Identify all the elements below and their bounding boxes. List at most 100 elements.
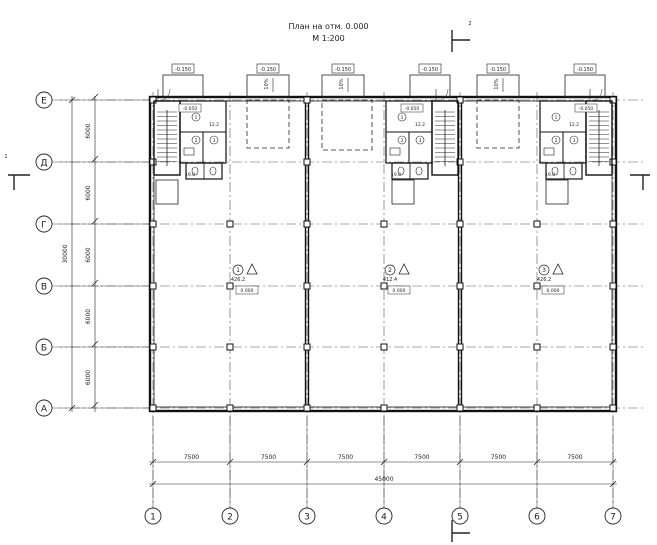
axis-label-col: 7 xyxy=(610,513,616,523)
structural-column xyxy=(609,96,617,104)
structural-column xyxy=(456,158,464,166)
dim-tick xyxy=(226,458,234,466)
stair-level-label: -0.050 xyxy=(405,106,420,112)
toilet-fixture xyxy=(191,166,199,176)
dim-col-label: 7500 xyxy=(261,454,276,461)
dim-tick xyxy=(149,458,157,466)
structural-column xyxy=(456,220,464,228)
stair-level-box xyxy=(178,103,202,113)
toilet-fixture xyxy=(569,166,577,176)
unit-tag-label: 2 xyxy=(388,267,392,274)
stair-level-box xyxy=(400,103,424,113)
gate-opening-2 xyxy=(321,99,373,151)
structural-column xyxy=(456,96,464,104)
structural-column xyxy=(456,404,464,412)
room-tag-circle xyxy=(397,135,407,145)
sink-fixture xyxy=(543,147,555,156)
unit-tag-circle xyxy=(232,264,244,276)
unit-tag-label: 3 xyxy=(542,267,546,274)
unit-level-box xyxy=(541,285,565,295)
entrance-porch-4 xyxy=(409,74,451,98)
room-tag-circle xyxy=(569,135,579,145)
structural-column xyxy=(226,343,234,351)
dim-tick xyxy=(91,279,99,287)
structural-column xyxy=(609,343,617,351)
sink-fixture xyxy=(183,147,195,156)
room-tag-circle xyxy=(551,135,561,145)
level-tag-box xyxy=(331,63,355,74)
sink-fixture xyxy=(389,147,401,156)
stair-level-label: -0.050 xyxy=(579,106,594,112)
dim-tick xyxy=(609,458,617,466)
unit-area-label: 412.4 xyxy=(383,277,397,283)
dim-tick xyxy=(91,93,99,101)
structural-column xyxy=(609,282,617,290)
entrance-level-label: -0.150 xyxy=(422,67,438,73)
room-tag-circle xyxy=(551,112,561,122)
unit-area-label: 426.2 xyxy=(537,277,551,283)
unit-class-triangle xyxy=(246,263,258,275)
structural-column xyxy=(303,158,311,166)
dim-tick xyxy=(456,458,464,466)
room-tag-label: 3 xyxy=(213,138,216,144)
vestibule-box xyxy=(155,179,179,205)
axis-bubble-row-В xyxy=(35,277,53,295)
unit-level-label: 0.000 xyxy=(393,288,406,294)
axis-bubble-col-1 xyxy=(144,507,162,525)
structural-column xyxy=(226,282,234,290)
room-area-label: 19.8 xyxy=(545,172,555,178)
axis-bubble-row-Д xyxy=(35,153,53,171)
toilet-fixture xyxy=(397,166,405,176)
unit-tag-circle xyxy=(384,264,396,276)
axis-bubble-row-Е xyxy=(35,91,53,109)
structural-column xyxy=(149,343,157,351)
dim-row-label: 6000 xyxy=(85,123,92,138)
room-tag-label: 2 xyxy=(555,138,558,144)
structural-column xyxy=(533,282,541,290)
axis-bubble-row-Б xyxy=(35,338,53,356)
axis-label-col: 3 xyxy=(304,513,310,523)
structural-column xyxy=(380,343,388,351)
structural-column xyxy=(303,282,311,290)
unit-class-triangle xyxy=(398,263,410,275)
room-tag-circle xyxy=(191,112,201,122)
structural-column xyxy=(456,282,464,290)
dim-tick xyxy=(68,96,76,104)
room-tag-label: 3 xyxy=(573,138,576,144)
level-tag-box xyxy=(256,63,280,74)
structural-column xyxy=(380,282,388,290)
section-mark-top: 2 xyxy=(468,21,471,27)
structural-column xyxy=(303,96,311,104)
axis-label-row: В xyxy=(41,283,47,293)
room-tag-label: 3 xyxy=(419,138,422,144)
room-area-label: 12.2 xyxy=(569,122,579,128)
structural-column xyxy=(149,404,157,412)
room-tag-circle xyxy=(415,135,425,145)
level-tag-box xyxy=(486,63,510,74)
structural-column xyxy=(533,404,541,412)
dim-row-label: 6000 xyxy=(85,185,92,200)
structural-column xyxy=(149,282,157,290)
structural-column xyxy=(609,220,617,228)
dim-col-label: 7500 xyxy=(567,454,582,461)
room-tag-label: 1 xyxy=(195,115,198,121)
dim-col-label: 7500 xyxy=(414,454,429,461)
room-tag-circle xyxy=(397,112,407,122)
door-swing xyxy=(589,88,603,102)
structural-column xyxy=(303,343,311,351)
structural-column xyxy=(303,220,311,228)
axis-label-col: 1 xyxy=(150,513,156,523)
dim-tick xyxy=(91,340,99,348)
dim-row-label: 6000 xyxy=(85,247,92,262)
toilet-fixture xyxy=(551,166,559,176)
outer-wall-inner xyxy=(153,100,613,408)
dim-row-label: 6000 xyxy=(85,309,92,324)
structural-column xyxy=(149,158,157,166)
structural-column xyxy=(609,158,617,166)
structural-column xyxy=(609,404,617,412)
axis-label-row: Д xyxy=(40,159,47,169)
unit-tag-circle xyxy=(538,264,550,276)
axis-label-col: 4 xyxy=(381,513,387,523)
entrance-porch-3 xyxy=(321,74,365,98)
